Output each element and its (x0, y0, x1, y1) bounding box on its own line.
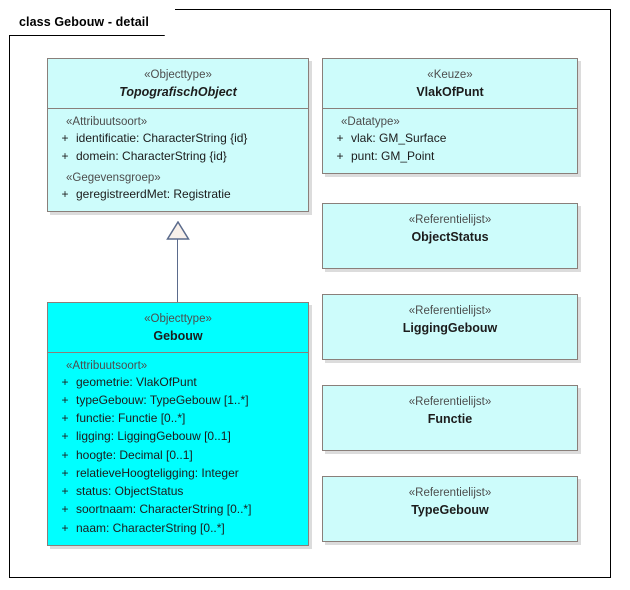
class-box-typegebouw[interactable]: «Referentielijst» TypeGebouw (322, 476, 578, 542)
class-stereotype: «Objecttype» (144, 313, 212, 325)
class-stereotype: «Referentielijst» (408, 305, 492, 317)
attribute-row[interactable]: + ligging: LiggingGebouw [0..1] (54, 427, 302, 445)
class-box-gebouw[interactable]: «Objecttype» Gebouw «Attribuutsoort» + g… (47, 302, 309, 546)
class-attributes-compartment: «Attribuutsoort» + geometrie: VlakOfPunt… (48, 353, 308, 545)
attribute-text: hoogte: Decimal [0..1] (76, 447, 193, 462)
attribute-row[interactable]: + typeGebouw: TypeGebouw [1..*] (54, 391, 302, 409)
attribute-visibility: + (61, 148, 69, 163)
attribute-visibility: + (61, 465, 69, 480)
attribute-text: geregistreerdMet: Registratie (76, 187, 231, 202)
class-name: TopografischObject (119, 84, 237, 99)
class-name: TypeGebouw (411, 502, 489, 517)
class-attributes-compartment: «Attribuutsoort» + identificatie: Charac… (48, 109, 308, 212)
class-box-topografischobject[interactable]: «Objecttype» TopografischObject «Attribu… (47, 58, 309, 213)
class-header: «Referentielijst» ObjectStatus (323, 204, 577, 253)
class-box-vlakofpunt[interactable]: «Keuze» VlakOfPunt «Datatype» + vlak: GM… (322, 58, 578, 175)
attribute-text: status: ObjectStatus (76, 484, 184, 499)
attribute-visibility: + (61, 429, 69, 444)
class-header: «Referentielijst» LiggingGebouw (323, 295, 577, 344)
attribute-group-label: «Gegevensgroep» (66, 172, 161, 185)
class-stereotype: «Referentielijst» (408, 396, 492, 408)
generalization-arrow-icon (166, 221, 190, 240)
attribute-visibility: + (336, 148, 344, 163)
class-stereotype: «Referentielijst» (408, 487, 492, 499)
class-attributes-compartment: «Datatype» + vlak: GM_Surface + punt: GM… (323, 109, 577, 173)
attribute-text: functie: Functie [0..*] (76, 411, 186, 426)
class-stereotype: «Keuze» (427, 69, 473, 81)
class-stereotype: «Objecttype» (144, 69, 212, 81)
class-name: Gebouw (153, 328, 203, 343)
class-box-livinggebouw[interactable]: «Referentielijst» LiggingGebouw (322, 294, 578, 360)
attribute-row[interactable]: + vlak: GM_Surface (329, 129, 571, 147)
attribute-text: geometrie: VlakOfPunt (76, 374, 197, 389)
class-header: «Referentielijst» Functie (323, 386, 577, 435)
attribute-text: punt: GM_Point (351, 148, 435, 163)
diagram-title: class Gebouw - detail (19, 15, 149, 29)
class-name: Functie (427, 411, 473, 426)
attribute-visibility: + (61, 447, 69, 462)
class-name: VlakOfPunt (416, 84, 484, 99)
class-header: «Referentielijst» TypeGebouw (323, 477, 577, 526)
generalization-line (177, 238, 178, 302)
class-header: «Objecttype» Gebouw (48, 303, 308, 353)
class-name: LiggingGebouw (402, 320, 498, 335)
attribute-visibility: + (61, 130, 69, 145)
attribute-group-label: «Datatype» (341, 115, 400, 128)
attribute-row[interactable]: + identificatie: CharacterString {id} (54, 129, 302, 147)
class-stereotype: «Referentielijst» (408, 214, 492, 226)
class-box-objectstatus[interactable]: «Referentielijst» ObjectStatus (322, 203, 578, 269)
attribute-visibility: + (61, 374, 69, 389)
attribute-text: relatieveHoogteligging: Integer (76, 465, 239, 480)
attribute-text: domein: CharacterString {id} (76, 148, 227, 163)
attribute-visibility: + (61, 502, 69, 517)
attribute-row[interactable]: + status: ObjectStatus (54, 482, 302, 500)
attribute-visibility: + (61, 187, 69, 202)
attribute-row[interactable]: + domein: CharacterString {id} (54, 147, 302, 165)
class-header: «Keuze» VlakOfPunt (323, 59, 577, 109)
attribute-group-label: «Attribuutsoort» (66, 359, 148, 372)
attribute-row[interactable]: + soortnaam: CharacterString [0..*] (54, 500, 302, 518)
attribute-text: soortnaam: CharacterString [0..*] (76, 502, 252, 517)
class-name: ObjectStatus (411, 229, 489, 244)
attribute-row[interactable]: + geregistreerdMet: Registratie (54, 185, 302, 203)
attribute-text: typeGebouw: TypeGebouw [1..*] (76, 392, 249, 407)
attribute-text: ligging: LiggingGebouw [0..1] (76, 429, 231, 444)
diagram-frame (9, 9, 611, 578)
attribute-text: identificatie: CharacterString {id} (76, 130, 248, 145)
attribute-row[interactable]: + geometrie: VlakOfPunt (54, 373, 302, 391)
compartment-spacer (54, 165, 302, 172)
class-header: «Objecttype» TopografischObject (48, 59, 308, 109)
diagram-title-tab: class Gebouw - detail (9, 9, 175, 35)
attribute-row[interactable]: + relatieveHoogteligging: Integer (54, 464, 302, 482)
attribute-row[interactable]: + hoogte: Decimal [0..1] (54, 446, 302, 464)
attribute-text: naam: CharacterString [0..*] (76, 520, 225, 535)
class-box-functie[interactable]: «Referentielijst» Functie (322, 385, 578, 451)
attribute-row[interactable]: + naam: CharacterString [0..*] (54, 519, 302, 537)
attribute-group-label: «Attribuutsoort» (66, 115, 148, 128)
attribute-visibility: + (336, 130, 344, 145)
attribute-visibility: + (61, 392, 69, 407)
attribute-row[interactable]: + punt: GM_Point (329, 147, 571, 165)
attribute-visibility: + (61, 520, 69, 535)
attribute-visibility: + (61, 411, 69, 426)
attribute-text: vlak: GM_Surface (351, 130, 447, 145)
attribute-visibility: + (61, 484, 69, 499)
attribute-row[interactable]: + functie: Functie [0..*] (54, 409, 302, 427)
